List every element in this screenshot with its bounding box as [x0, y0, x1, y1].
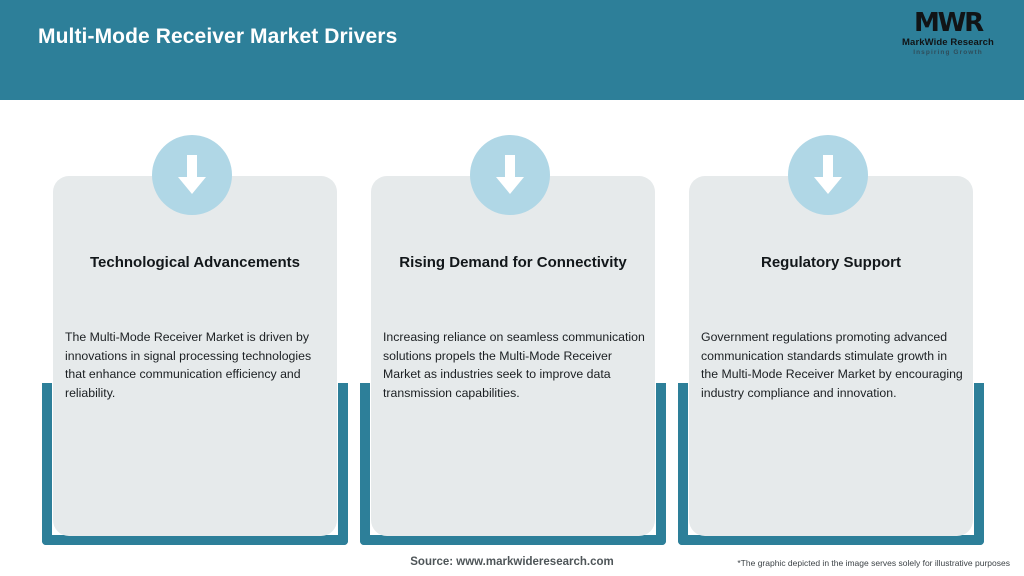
logo-company-name: MarkWide Research [902, 37, 994, 48]
driver-cards-container: Technological Advancements The Multi-Mod… [0, 100, 1024, 545]
arrow-down-icon [470, 135, 550, 215]
card-panel: Rising Demand for Connectivity Increasin… [371, 176, 655, 536]
card-panel: Regulatory Support Government regulation… [689, 176, 973, 536]
brand-logo: MWR MarkWide Research Inspiring Growth [892, 10, 1004, 64]
logo-tagline: Inspiring Growth [913, 49, 983, 56]
page-title: Multi-Mode Receiver Market Drivers [38, 25, 398, 48]
card-panel: Technological Advancements The Multi-Mod… [53, 176, 337, 536]
driver-card-3: Regulatory Support Government regulation… [668, 100, 988, 545]
card-body-text: Increasing reliance on seamless communic… [383, 330, 645, 400]
disclaimer-note: *The graphic depicted in the image serve… [737, 558, 1010, 568]
card-title: Rising Demand for Connectivity [399, 254, 627, 271]
card-accent-frame [42, 383, 348, 545]
driver-card-2: Rising Demand for Connectivity Increasin… [350, 100, 670, 545]
source-label: Source: www.markwideresearch.com [410, 556, 614, 568]
card-accent-frame [360, 383, 666, 545]
card-body-text: Government regulations promoting advance… [701, 330, 963, 400]
card-title: Regulatory Support [760, 254, 901, 271]
card-title: Technological Advancements [89, 254, 301, 271]
logo-monogram: MWR [914, 8, 984, 38]
card-accent-frame [678, 383, 984, 545]
card-body-text: The Multi-Mode Receiver Market is driven… [65, 330, 312, 400]
driver-card-1: Technological Advancements The Multi-Mod… [32, 100, 352, 545]
page-header: Multi-Mode Receiver Market Drivers MWR M… [0, 0, 1024, 100]
arrow-down-icon [152, 135, 232, 215]
arrow-down-icon [788, 135, 868, 215]
